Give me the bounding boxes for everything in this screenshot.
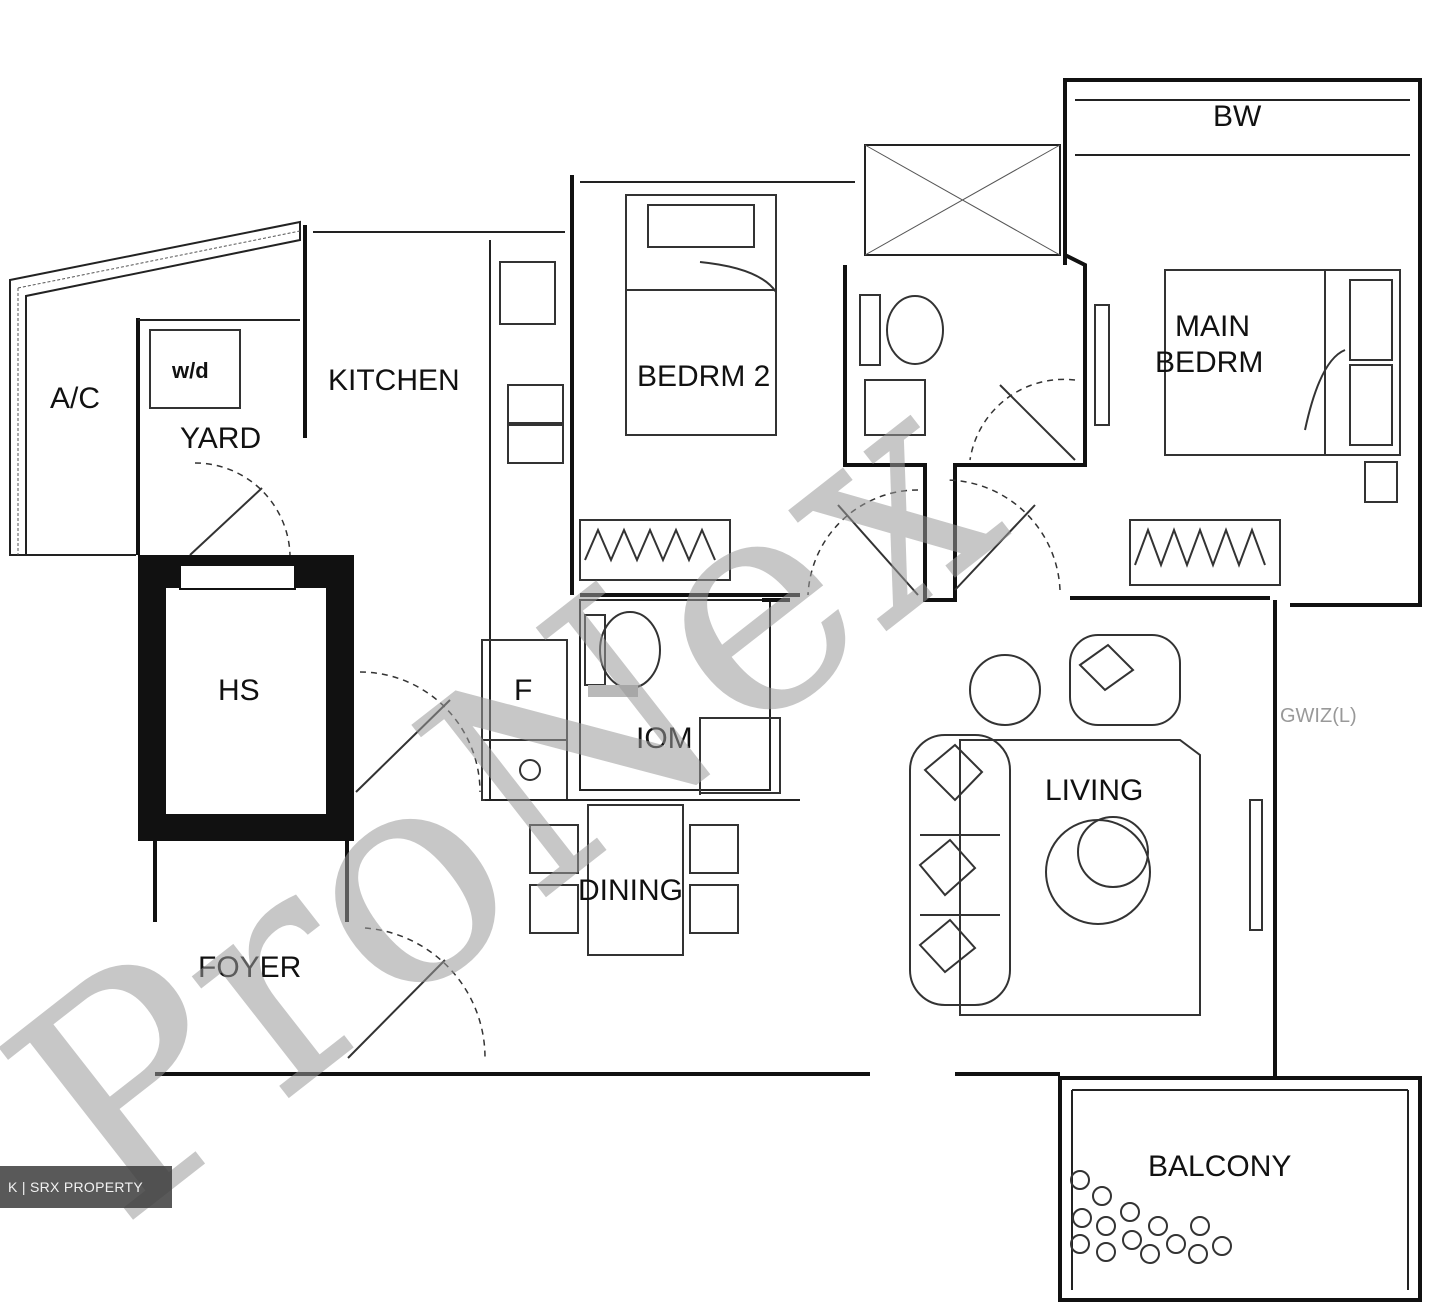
dining-label: DINING <box>578 874 683 907</box>
yard-area <box>136 318 300 556</box>
kitchen-area <box>303 225 568 801</box>
kitchen-sink <box>499 261 556 325</box>
stove-top <box>507 384 564 424</box>
kitchen-label: KITCHEN <box>328 364 460 397</box>
main-bedroom <box>1063 78 1422 607</box>
bw-label: BW <box>1213 100 1262 133</box>
foyer-entry <box>347 927 486 1059</box>
wc-label: IOM <box>636 722 693 755</box>
basin <box>864 379 926 436</box>
coffee-table <box>1045 819 1151 925</box>
balcony-label: BALCONY <box>1148 1150 1291 1183</box>
wardrobe-2 <box>579 519 731 581</box>
living-dining-area <box>155 600 1277 1078</box>
main-bed <box>1164 269 1401 456</box>
dining-table <box>587 804 684 956</box>
dining-set <box>529 804 739 956</box>
armchair <box>1069 634 1181 726</box>
stove-bottom <box>507 424 564 464</box>
bedroom-2 <box>570 175 919 597</box>
ac-label: A/C <box>50 382 100 415</box>
main-bedroom-label-1: MAIN <box>1175 310 1250 343</box>
hs-label: HS <box>218 674 260 707</box>
balcony-area <box>1058 1076 1422 1302</box>
bed-2 <box>625 194 777 436</box>
yard-label: YARD <box>180 422 261 455</box>
main-bedroom-label-2: BEDRM <box>1155 346 1263 379</box>
common-bath <box>843 144 1087 602</box>
wd-label: w/d <box>171 358 209 383</box>
washer-dryer <box>149 329 241 409</box>
toilet <box>886 295 944 365</box>
foyer-label: FOYER <box>198 951 301 984</box>
bedroom-2-label: BEDRM 2 <box>637 360 770 393</box>
living-furniture <box>909 634 1201 1016</box>
ac-ledge <box>9 220 301 556</box>
living-label: LIVING <box>1045 774 1143 807</box>
fridge-label: F <box>514 674 532 707</box>
household-shelter <box>138 555 481 922</box>
balcony-plants <box>1070 1170 1232 1264</box>
wardrobe-main <box>1129 519 1281 586</box>
source-caption: K | SRX PROPERTY <box>0 1166 172 1208</box>
toilet-tank <box>859 294 881 366</box>
wc-room <box>579 598 790 795</box>
rug <box>959 739 1201 1016</box>
side-table <box>969 654 1041 726</box>
faded-tag: GWIZ(L) <box>1280 705 1357 727</box>
